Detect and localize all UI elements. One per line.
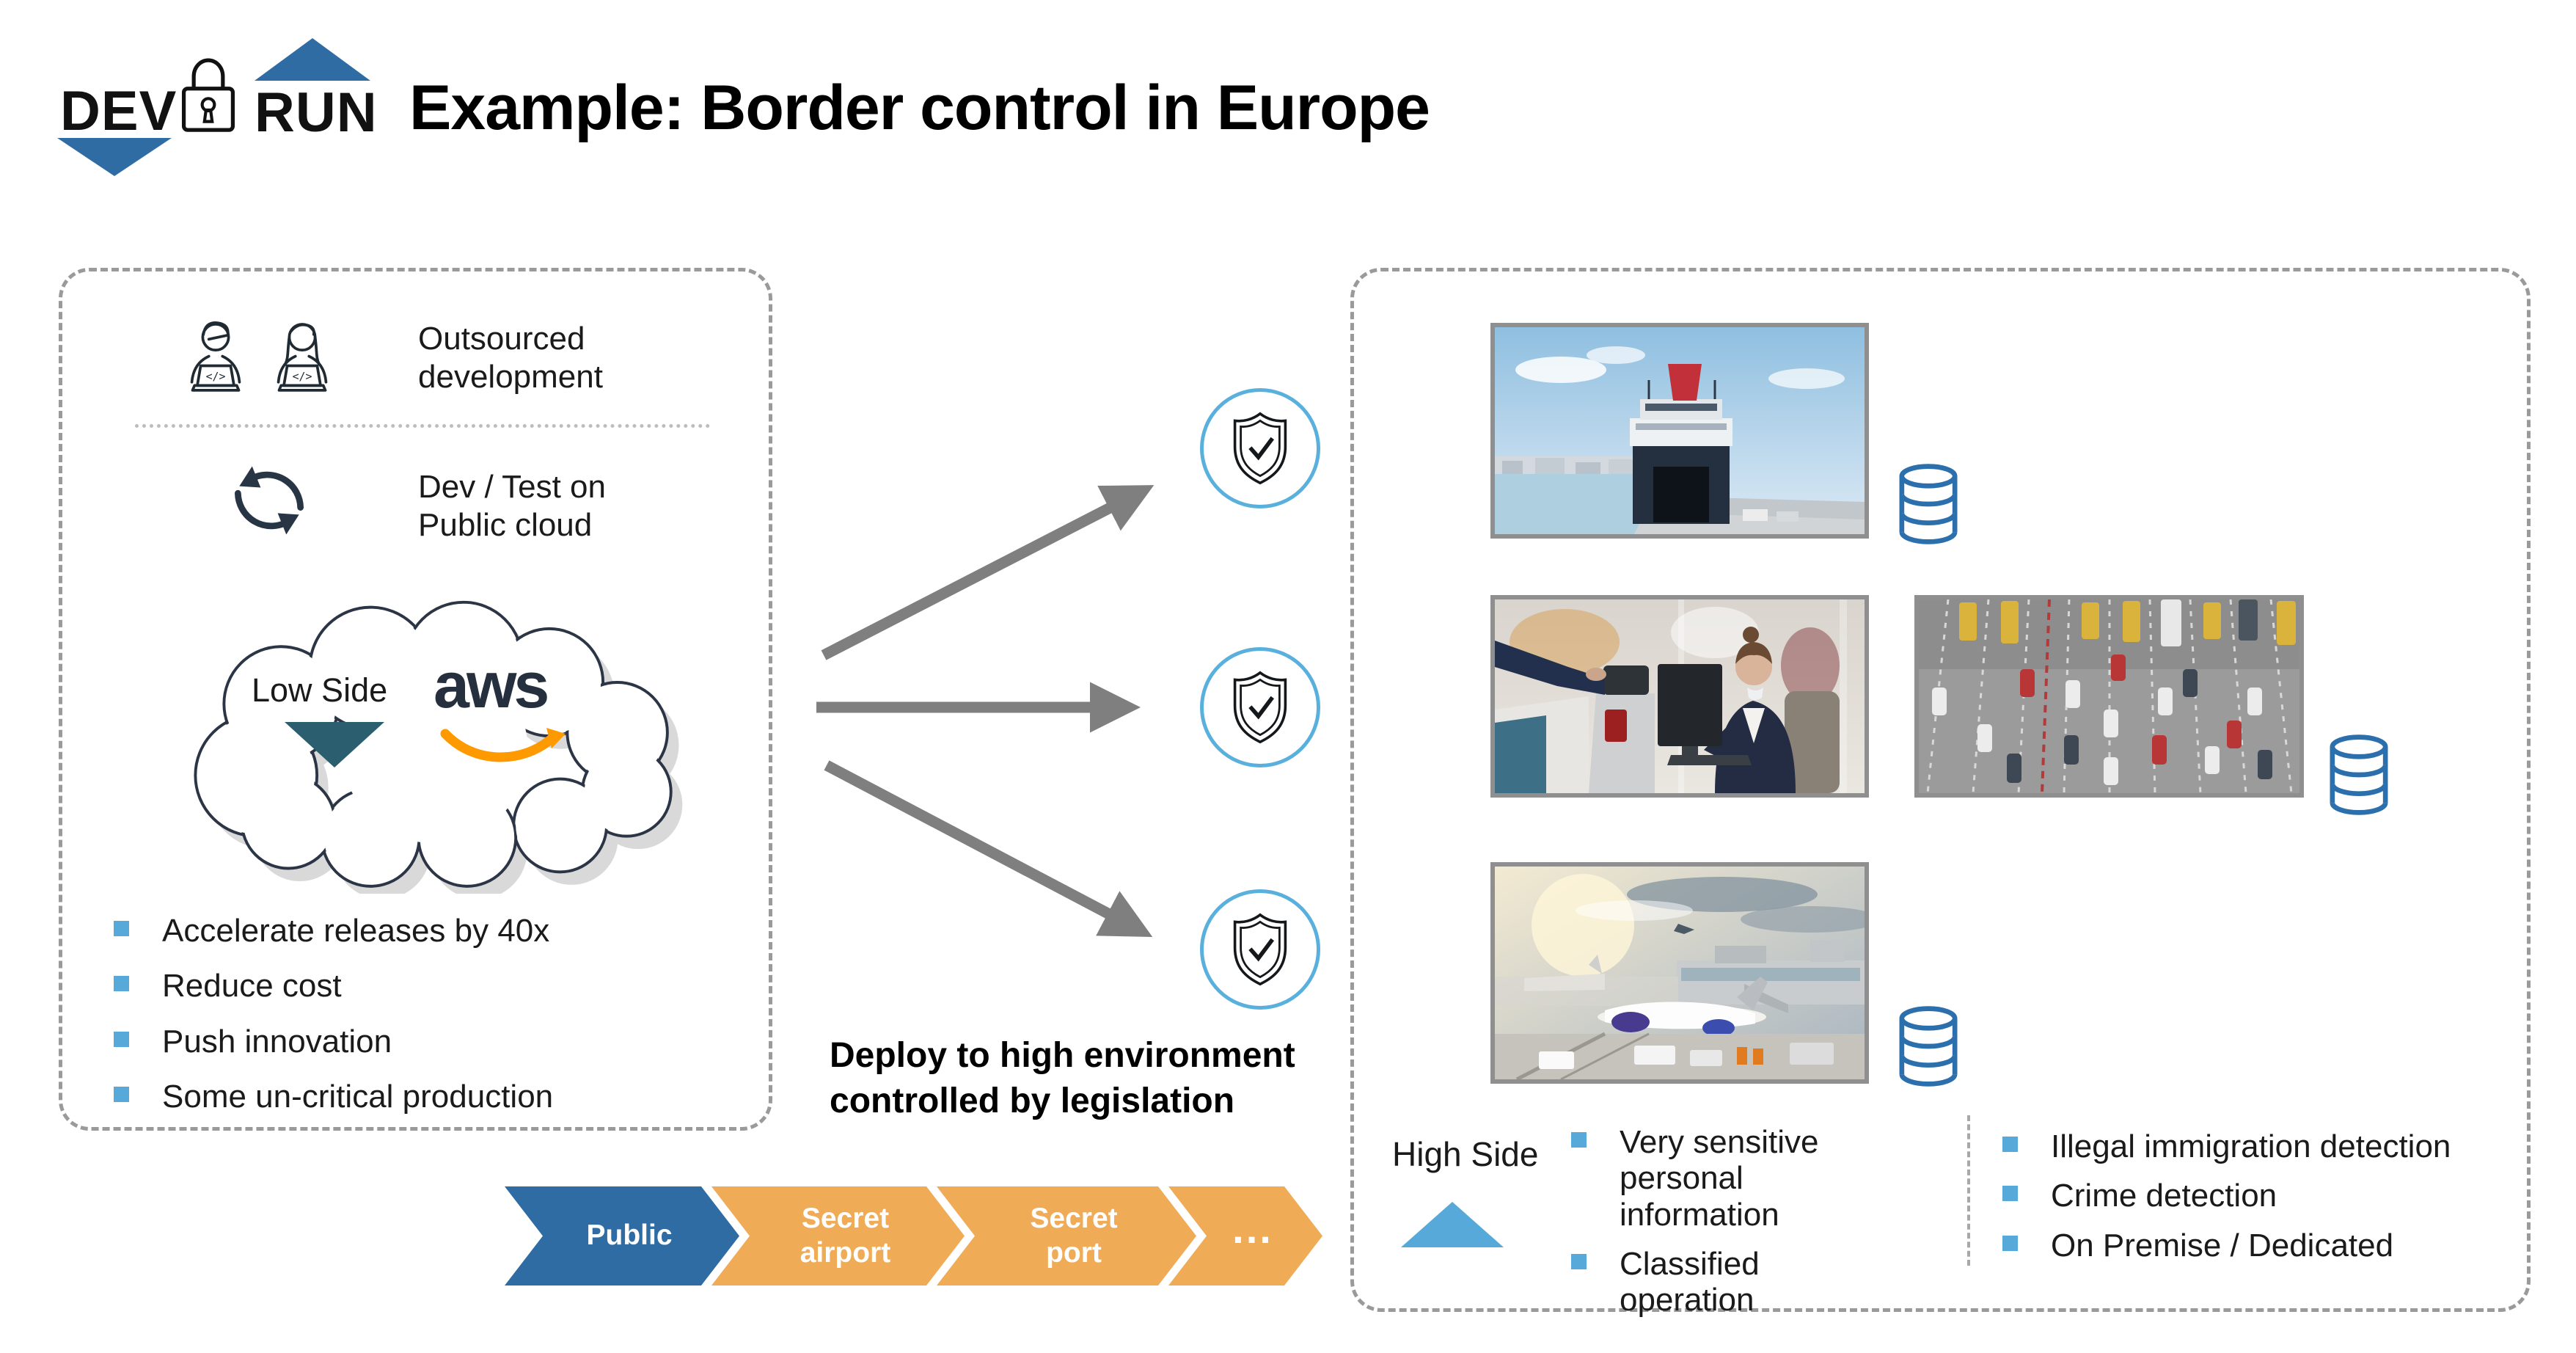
- shield-check-icon: [1233, 913, 1287, 986]
- airport-apron-photo: [1490, 862, 1869, 1084]
- list-item: Reduce cost: [114, 968, 553, 1004]
- low-side-down-triangle-icon: [285, 722, 384, 767]
- list-item: Accelerate releases by 40x: [114, 913, 553, 949]
- outsourced-label: Outsourced development: [418, 321, 603, 395]
- list-item: Crime detection: [2002, 1178, 2531, 1214]
- low-side-label: Low Side: [252, 671, 388, 709]
- database-icon: [1899, 1006, 1958, 1087]
- list-item: Illegal immigration detection: [2002, 1128, 2531, 1164]
- high-side-panel: High Side Very sensitive personal inform…: [1350, 268, 2531, 1318]
- shield-check-icon: [1233, 412, 1287, 485]
- page-title: Example: Border control in Europe: [409, 73, 1430, 143]
- dev-down-triangle-icon: [57, 138, 172, 176]
- devtest-label: Dev / Test on Public cloud: [418, 469, 606, 543]
- legend-divider: [1967, 1115, 1970, 1266]
- high-side-bullet-list-left: Very sensitive personal information Clas…: [1571, 1124, 1865, 1331]
- banner-segment-public: Public: [505, 1186, 739, 1285]
- low-side-panel: </> </> Outsourced development Dev / Tes…: [59, 268, 772, 1131]
- high-side-label: High Side: [1392, 1135, 1539, 1173]
- code-glyph: </>: [293, 371, 312, 383]
- cloud-shape-icon: [194, 600, 683, 900]
- list-item: Classified operation: [1571, 1246, 1865, 1319]
- classification-banner: Public Secret airport Secret port ...: [505, 1186, 1322, 1285]
- high-side-up-triangle-icon: [1401, 1202, 1504, 1247]
- developer-icon: </>: [277, 323, 328, 392]
- aws-cloud: Low Side aws: [149, 586, 721, 900]
- aws-smile-icon: [440, 728, 566, 762]
- traffic-lanes-photo: [1914, 595, 2304, 798]
- aws-logo-text: aws: [433, 649, 549, 721]
- shield-badge: [1200, 647, 1320, 767]
- shield-check-icon: [1233, 671, 1287, 744]
- dev-cycle-icon: [234, 466, 304, 535]
- padlock-icon: [181, 58, 235, 132]
- low-side-bullet-list: Accelerate releases by 40x Reduce cost P…: [114, 913, 553, 1134]
- high-side-bullet-list-right: Illegal immigration detection Crime dete…: [2002, 1128, 2531, 1277]
- ferry-port-photo: [1490, 323, 1869, 539]
- shield-badge: [1200, 889, 1320, 1010]
- arrow-top: [821, 485, 1155, 660]
- logo-dev-text: DEV: [60, 80, 178, 142]
- list-item: On Premise / Dedicated: [2002, 1228, 2531, 1263]
- banner-segment-secret-port: Secret port: [937, 1186, 1196, 1285]
- list-item: Some un-critical production: [114, 1079, 553, 1115]
- developer-icon: </>: [190, 321, 241, 392]
- section-divider: [135, 424, 710, 428]
- list-item: Push innovation: [114, 1024, 553, 1060]
- code-glyph: </>: [206, 371, 226, 383]
- banner-segment-secret-airport: Secret airport: [711, 1186, 965, 1285]
- deploy-caption: Deploy to high environment controlled by…: [830, 1036, 1295, 1121]
- database-icon: [1899, 464, 1958, 544]
- border-control-photo: [1490, 595, 1869, 798]
- logo-run-text: RUN: [255, 81, 378, 144]
- list-item: Very sensitive personal information: [1571, 1124, 1865, 1233]
- arrow-bottom: [824, 760, 1153, 937]
- database-icon: [2330, 734, 2388, 815]
- run-up-triangle-icon: [255, 38, 370, 81]
- shield-badge: [1200, 388, 1320, 508]
